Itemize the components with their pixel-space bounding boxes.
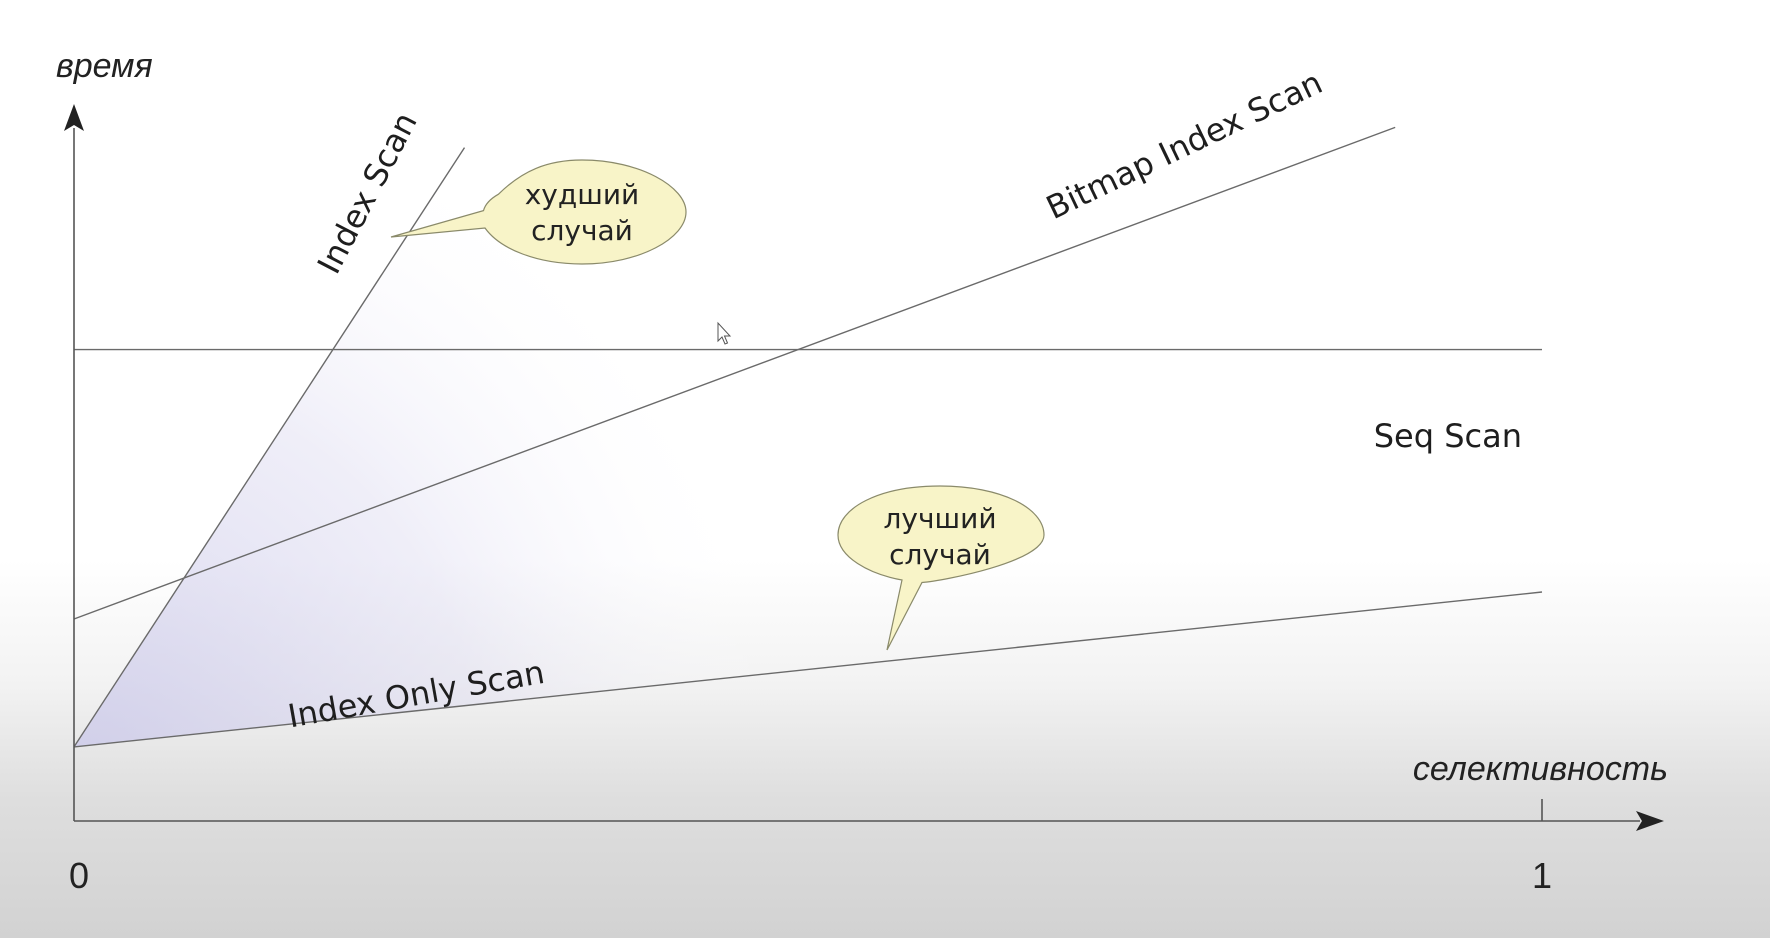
annotation-text-worst-line2: случай [531, 214, 633, 247]
annotation-text-best-line2: случай [889, 538, 991, 571]
x-tick-label: 1 [1532, 855, 1552, 896]
shaded-region [74, 147, 1542, 747]
axes [64, 104, 1664, 831]
series-label-seq-scan: Seq Scan [1374, 417, 1522, 455]
mouse-cursor-icon [717, 321, 732, 345]
annotation-text-best-line1: лучший [883, 502, 996, 535]
series-line-index-only-scan [73, 591, 1543, 748]
series-lines [73, 126, 1543, 748]
annotation-text-worst-line1: худший [525, 178, 640, 211]
y-axis-arrow-icon [64, 104, 84, 131]
x-tick-label: 0 [69, 855, 89, 896]
x-axis-title: селективность [1413, 750, 1668, 788]
series-line-bitmap-index-scan [73, 126, 1396, 620]
annotation-bubble-best [837, 485, 1045, 651]
annotation-best-case: лучший случай [837, 485, 1045, 651]
x-axis-arrow-icon [1636, 811, 1664, 831]
annotation-worst-case: худший случай [390, 159, 687, 265]
y-axis-title: время [56, 47, 153, 85]
series-line-index-scan [73, 147, 466, 748]
annotation-bubble-worst [390, 159, 687, 265]
